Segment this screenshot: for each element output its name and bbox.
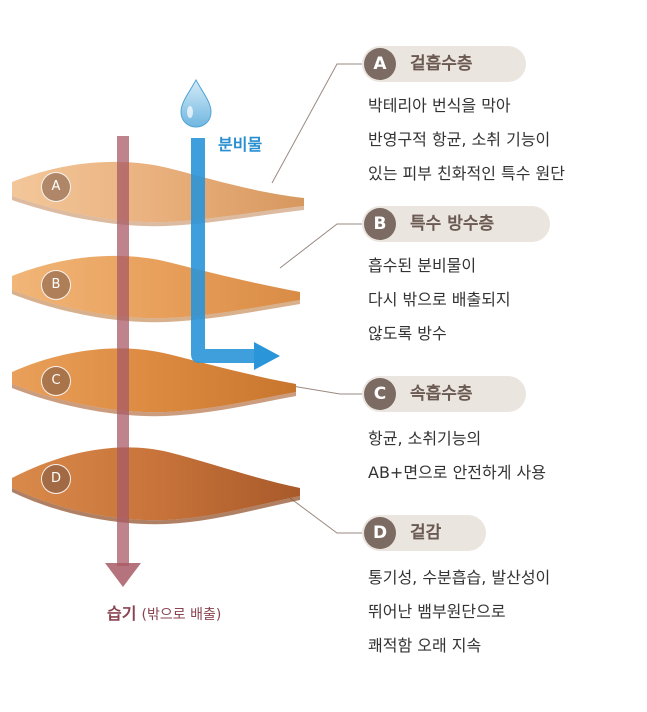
moisture-label: 습기 (밖으로 배출) bbox=[107, 600, 221, 624]
leader-line-d bbox=[289, 497, 362, 534]
layer-b-title: 특수 방수층 bbox=[410, 214, 495, 234]
layer-a-desc-line: 반영구적 항균, 소취 기능이 bbox=[368, 130, 551, 149]
layer-badge-d: D bbox=[41, 464, 71, 494]
layer-a-description: 박테리아 번식을 막아 반영구적 항균, 소취 기능이 있는 피부 친화적인 특… bbox=[368, 89, 565, 191]
water-drop-icon bbox=[180, 78, 212, 128]
layer-b-shape bbox=[12, 255, 300, 319]
leader-line-c bbox=[279, 383, 362, 395]
layer-d-edge bbox=[12, 488, 300, 525]
moisture-label-main: 습기 bbox=[107, 604, 137, 623]
layer-d-shape bbox=[12, 447, 300, 521]
layer-c-title: 속흡수층 bbox=[410, 384, 473, 404]
layer-b-description: 흡수된 분비물이 다시 밖으로 배출되지 않도록 방수 bbox=[368, 249, 511, 351]
layer-c-desc-line: AB+면으로 안전하게 사용 bbox=[368, 463, 546, 482]
layer-b-edge bbox=[12, 290, 300, 323]
layer-d-description: 통기성, 수분흡습, 발산성이 뛰어난 뱀부원단으로 쾌적함 오래 지속 bbox=[368, 561, 550, 663]
layer-a-edge bbox=[12, 196, 304, 227]
layer-d-title: 겉감 bbox=[410, 523, 442, 543]
layer-badge-a: A bbox=[41, 172, 71, 202]
layer-d-desc-line: 통기성, 수분흡습, 발산성이 bbox=[368, 568, 551, 587]
layer-d-title-pill: D 겉감 bbox=[362, 515, 486, 551]
layer-a-title-pill: A 겉흡수층 bbox=[362, 46, 526, 82]
layer-c-edge bbox=[12, 384, 296, 417]
blue-arrow-icon bbox=[191, 138, 280, 370]
layer-a-desc-line: 박테리아 번식을 막아 bbox=[368, 96, 511, 115]
moisture-label-sub: (밖으로 배출) bbox=[141, 607, 222, 623]
layer-c-desc-line: 항균, 소취기능의 bbox=[368, 429, 482, 448]
layer-c-title-pill: C 속흡수층 bbox=[362, 376, 526, 412]
water-label: 분비물 bbox=[218, 135, 263, 154]
layer-c-letter: C bbox=[364, 378, 396, 410]
moisture-arrow-icon bbox=[105, 136, 141, 587]
layer-d-desc-line: 뛰어난 뱀부원단으로 bbox=[368, 602, 506, 621]
layer-a-letter: A bbox=[364, 48, 396, 80]
layer-a-desc-line: 있는 피부 친화적인 특수 원단 bbox=[368, 164, 565, 183]
layer-d-letter: D bbox=[364, 517, 396, 549]
layer-badge-b: B bbox=[41, 270, 71, 300]
layer-b-desc-line: 않도록 방수 bbox=[368, 324, 447, 343]
layer-c-shape bbox=[12, 348, 296, 413]
layer-b-desc-line: 흡수된 분비물이 bbox=[368, 256, 477, 275]
leader-line-b bbox=[279, 223, 362, 269]
layer-c-description: 항균, 소취기능의 AB+면으로 안전하게 사용 bbox=[368, 422, 546, 490]
layer-d-desc-line: 쾌적함 오래 지속 bbox=[368, 636, 482, 655]
layer-a-shape bbox=[12, 161, 304, 223]
layer-b-title-pill: B 특수 방수층 bbox=[362, 206, 550, 242]
layer-a-title: 겉흡수층 bbox=[410, 54, 473, 74]
layer-b-desc-line: 다시 밖으로 배출되지 bbox=[368, 290, 511, 309]
layer-b-letter: B bbox=[364, 208, 396, 240]
layer-badge-c: C bbox=[41, 366, 71, 396]
leader-line-a bbox=[271, 63, 362, 184]
